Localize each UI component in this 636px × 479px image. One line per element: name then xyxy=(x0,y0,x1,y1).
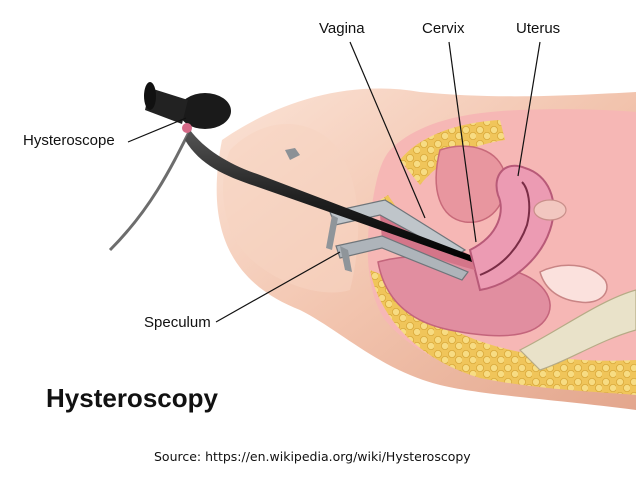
ovary xyxy=(533,199,567,221)
buttock-shape xyxy=(223,123,359,293)
hysteroscope-instrument xyxy=(108,82,472,262)
uterus-leader xyxy=(517,41,541,177)
vagina-label: Vagina xyxy=(319,20,365,37)
diagram-title: Hysteroscopy xyxy=(46,383,218,413)
source-caption: Source: https://en.wikipedia.org/wiki/Hy… xyxy=(154,449,471,464)
bowel-loop xyxy=(539,264,608,304)
speculum-leader xyxy=(215,251,341,323)
sacrum xyxy=(518,289,636,371)
fat-lower xyxy=(370,270,636,395)
vagina-leader xyxy=(349,41,426,219)
cervix-label: Cervix xyxy=(422,20,465,37)
hysteroscope-label: Hysteroscope xyxy=(23,132,115,149)
leader-lines xyxy=(127,41,541,323)
cervix-leader xyxy=(448,41,477,243)
bladder xyxy=(435,145,507,223)
hysteroscope-leader xyxy=(127,117,187,143)
uterus-label: Uterus xyxy=(516,20,561,37)
uterus-body xyxy=(468,165,555,292)
uterine-cavity xyxy=(479,181,531,276)
speculum-label: Speculum xyxy=(144,314,211,331)
